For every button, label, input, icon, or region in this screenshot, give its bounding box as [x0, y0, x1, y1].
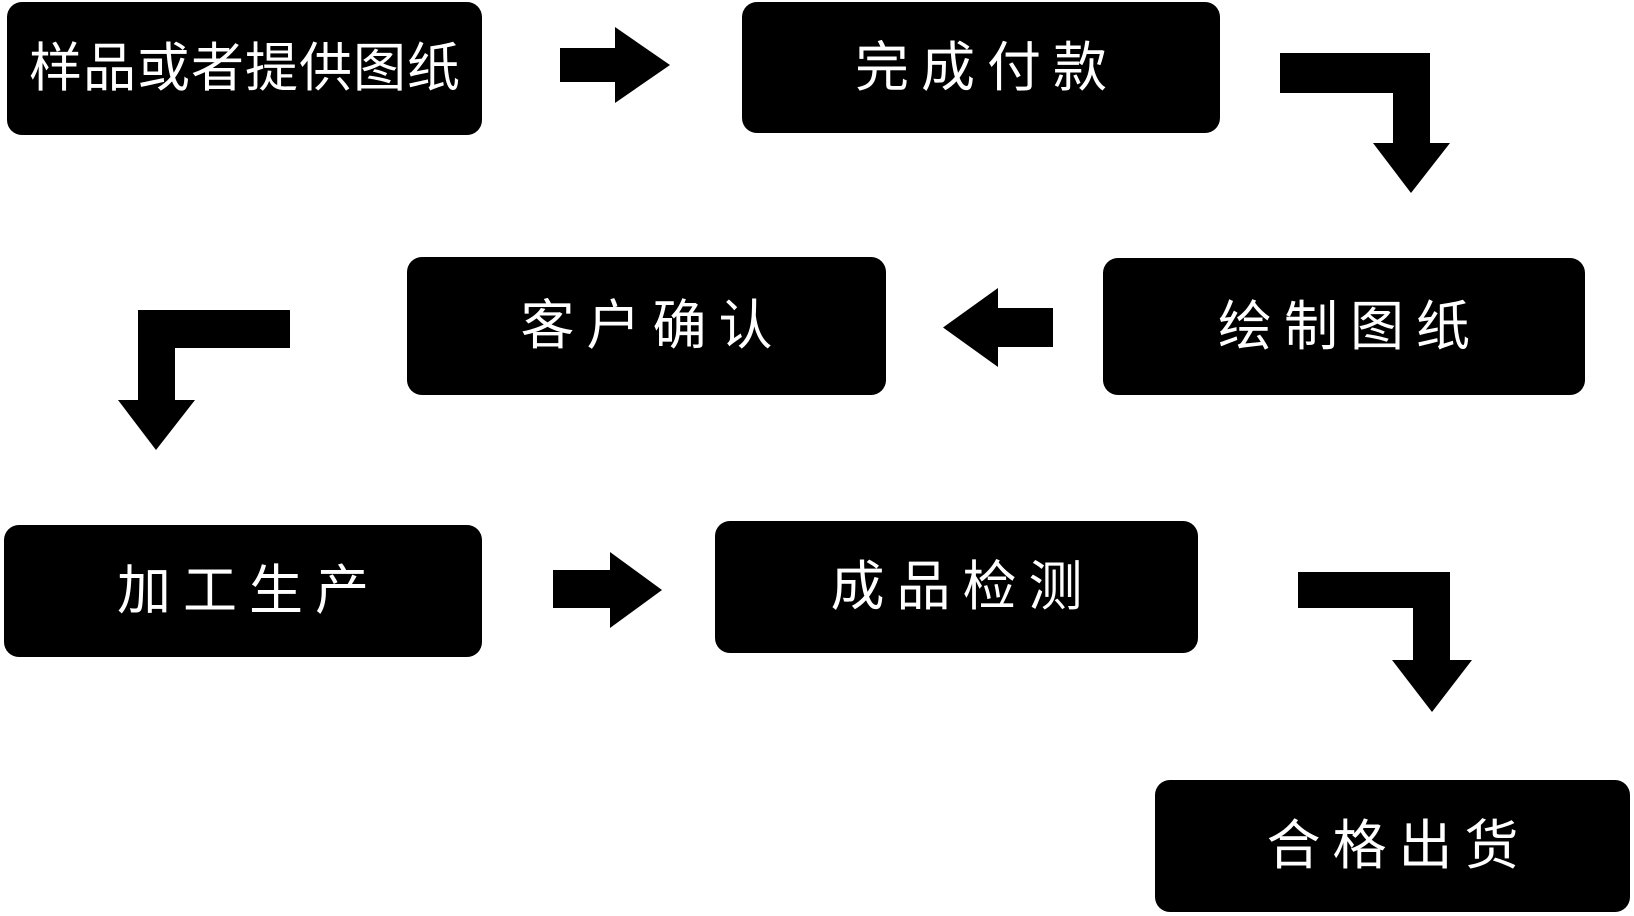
- elbow-down-arrow-icon: [1280, 53, 1450, 193]
- node-qualified-shipment-label: 合格出货: [1266, 816, 1531, 876]
- edge-inspection-to-shipment: [1298, 572, 1472, 712]
- node-customer-confirmation: 客户确认: [407, 257, 886, 395]
- edge-drawing-to-confirmation: [943, 288, 1053, 367]
- node-product-inspection: 成品检测: [715, 521, 1198, 653]
- elbow-down-arrow-icon: [1298, 572, 1472, 712]
- node-processing-production: 加工生产: [4, 525, 482, 657]
- node-processing-production-label: 加工生产: [117, 561, 381, 621]
- node-draw-drawings: 绘制图纸: [1103, 258, 1585, 395]
- node-complete-payment-label: 完成付款: [855, 37, 1119, 98]
- right-arrow-icon: [553, 552, 662, 628]
- node-complete-payment: 完成付款: [742, 2, 1220, 133]
- node-qualified-shipment: 合格出货: [1155, 780, 1630, 912]
- node-draw-drawings-label: 绘制图纸: [1218, 296, 1482, 357]
- node-sample-or-drawing: 样品或者提供图纸: [7, 2, 482, 135]
- node-customer-confirmation-label: 客户确认: [520, 296, 785, 356]
- right-arrow-icon: [560, 27, 670, 103]
- node-sample-or-drawing-label: 样品或者提供图纸: [29, 39, 461, 98]
- edge-payment-to-drawing: [1280, 53, 1450, 193]
- node-product-inspection-label: 成品检测: [830, 557, 1095, 617]
- left-arrow-icon: [943, 288, 1053, 367]
- edge-production-to-inspection: [553, 552, 662, 628]
- edge-sample-to-payment: [560, 27, 670, 103]
- elbow-down-arrow-icon: [118, 310, 290, 450]
- edge-confirmation-to-production: [118, 310, 290, 450]
